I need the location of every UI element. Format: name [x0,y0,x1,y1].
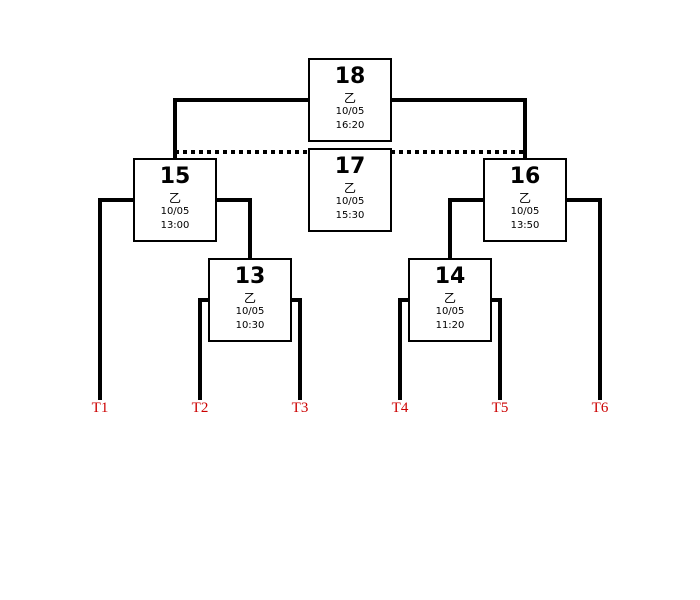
match-box-18: 18 乙 10/05 16:20 [308,58,392,142]
match-court: 乙 [243,291,256,305]
match-13-to-t3 [290,298,302,400]
match-date: 10/05 [335,196,365,207]
match-number: 15 [159,164,191,189]
team-label-t3: T3 [291,400,309,416]
match-number: 18 [334,64,366,89]
match-13-to-t2 [198,298,210,400]
match-number: 16 [509,164,541,189]
semi-15-to-match-13 [215,198,252,260]
match-time: 11:20 [435,320,465,331]
match-time: 13:00 [160,220,190,231]
match-time: 13:50 [510,220,540,231]
match-date: 10/05 [335,106,365,117]
match-court: 乙 [518,191,531,205]
match-box-15: 15 乙 10/05 13:00 [133,158,217,242]
final-connector-left [173,98,310,160]
semi-15-to-t1 [98,198,135,400]
match-time: 16:20 [335,120,365,131]
match-court: 乙 [168,191,181,205]
match-number: 17 [334,154,366,179]
match-court: 乙 [443,291,456,305]
match-box-14: 14 乙 10/05 11:20 [408,258,492,342]
final-connector-right [390,98,527,160]
match-number: 14 [434,264,466,289]
match-date: 10/05 [510,206,540,217]
match-date: 10/05 [435,306,465,317]
match-time: 10:30 [235,320,265,331]
match-box-16: 16 乙 10/05 13:50 [483,158,567,242]
team-label-t5: T5 [491,400,509,416]
match-court: 乙 [343,181,356,195]
match-box-17: 17 乙 10/05 15:30 [308,148,392,232]
match-number: 13 [234,264,266,289]
semi-16-to-t6 [565,198,602,400]
match-14-to-t5 [490,298,502,400]
team-label-t6: T6 [591,400,609,416]
match-time: 15:30 [335,210,365,221]
match-date: 10/05 [235,306,265,317]
team-label-t1: T1 [91,400,109,416]
match-14-to-t4 [398,298,410,400]
semi-16-to-match-14 [448,198,485,260]
match-court: 乙 [343,91,356,105]
team-label-t2: T2 [191,400,209,416]
match-date: 10/05 [160,206,190,217]
team-label-t4: T4 [391,400,409,416]
match-box-13: 13 乙 10/05 10:30 [208,258,292,342]
